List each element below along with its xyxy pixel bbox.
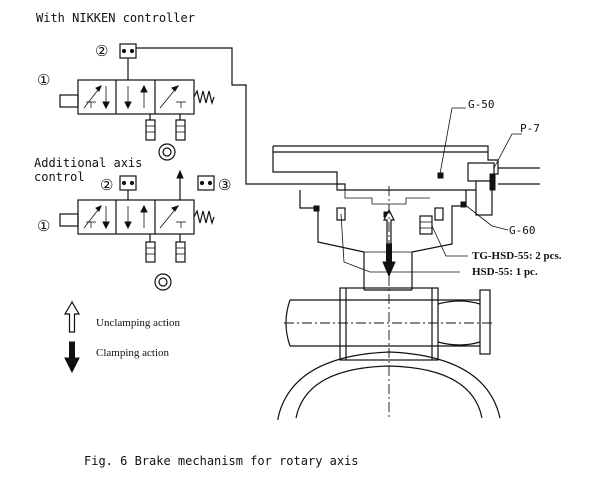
label-tg-hsd: TG-HSD-55: 2 pcs. xyxy=(472,250,562,262)
nikken-controller-title: With NIKKEN controller xyxy=(36,11,195,25)
brake-housing xyxy=(272,145,540,420)
right-flange xyxy=(479,289,491,355)
solenoid-actuator xyxy=(59,213,79,227)
nikken-solenoid-valve xyxy=(59,43,215,161)
valve-body xyxy=(77,79,195,115)
unclamping-action-label: Unclamping action xyxy=(96,317,181,329)
brake-drum xyxy=(339,287,439,361)
oring-left xyxy=(313,205,320,212)
solid-down-arrow-icon xyxy=(64,341,80,374)
figure-caption: Fig. 6 Brake mechanism for rotary axis xyxy=(84,454,359,468)
brake-piston-body xyxy=(299,190,365,290)
additional-axis-title: Additional axis xyxy=(34,156,142,170)
air-supply-line xyxy=(136,47,346,190)
port-2-block xyxy=(119,175,137,191)
label-hsd: HSD-55: 1 pc. xyxy=(472,266,538,278)
p7-post xyxy=(475,180,493,216)
exhaust-silencer-left xyxy=(145,241,156,263)
hollow-up-arrow-icon xyxy=(63,300,81,333)
air-supply-symbol xyxy=(158,143,176,161)
label-num-1-upper: ① xyxy=(37,73,50,89)
label-num-2-lower: ② xyxy=(100,178,113,194)
exhaust-silencer-right xyxy=(175,119,186,141)
port-2-block xyxy=(119,43,137,59)
label-g60: G-60 xyxy=(509,224,536,237)
exhaust-silencer-right xyxy=(175,241,186,263)
hsd-spring-right xyxy=(419,215,433,235)
rotary-shaft xyxy=(284,287,494,361)
additional-solenoid-valve xyxy=(59,169,215,291)
rotary-table-ring xyxy=(277,351,501,420)
clamping-action-label: Clamping action xyxy=(96,347,170,359)
hsd-spring-small xyxy=(434,207,444,221)
label-p7: P-7 xyxy=(520,122,540,135)
air-supply-symbol xyxy=(154,273,172,291)
valve-body xyxy=(77,199,195,235)
label-num-1-lower: ① xyxy=(37,219,50,235)
legend: Unclamping action Clamping action xyxy=(63,300,181,374)
solenoid-actuator xyxy=(59,94,79,108)
label-num-3-lower: ③ xyxy=(218,178,231,194)
return-spring xyxy=(193,89,215,106)
additional-axis-subtitle: control xyxy=(34,170,85,184)
g60-oring xyxy=(460,201,467,208)
g50-oring xyxy=(437,172,444,179)
label-num-2-upper: ② xyxy=(95,44,108,60)
port-3-block xyxy=(197,175,215,191)
return-spring xyxy=(193,209,215,226)
exhaust-silencer-left xyxy=(145,119,156,141)
label-g50: G-50 xyxy=(468,98,495,111)
